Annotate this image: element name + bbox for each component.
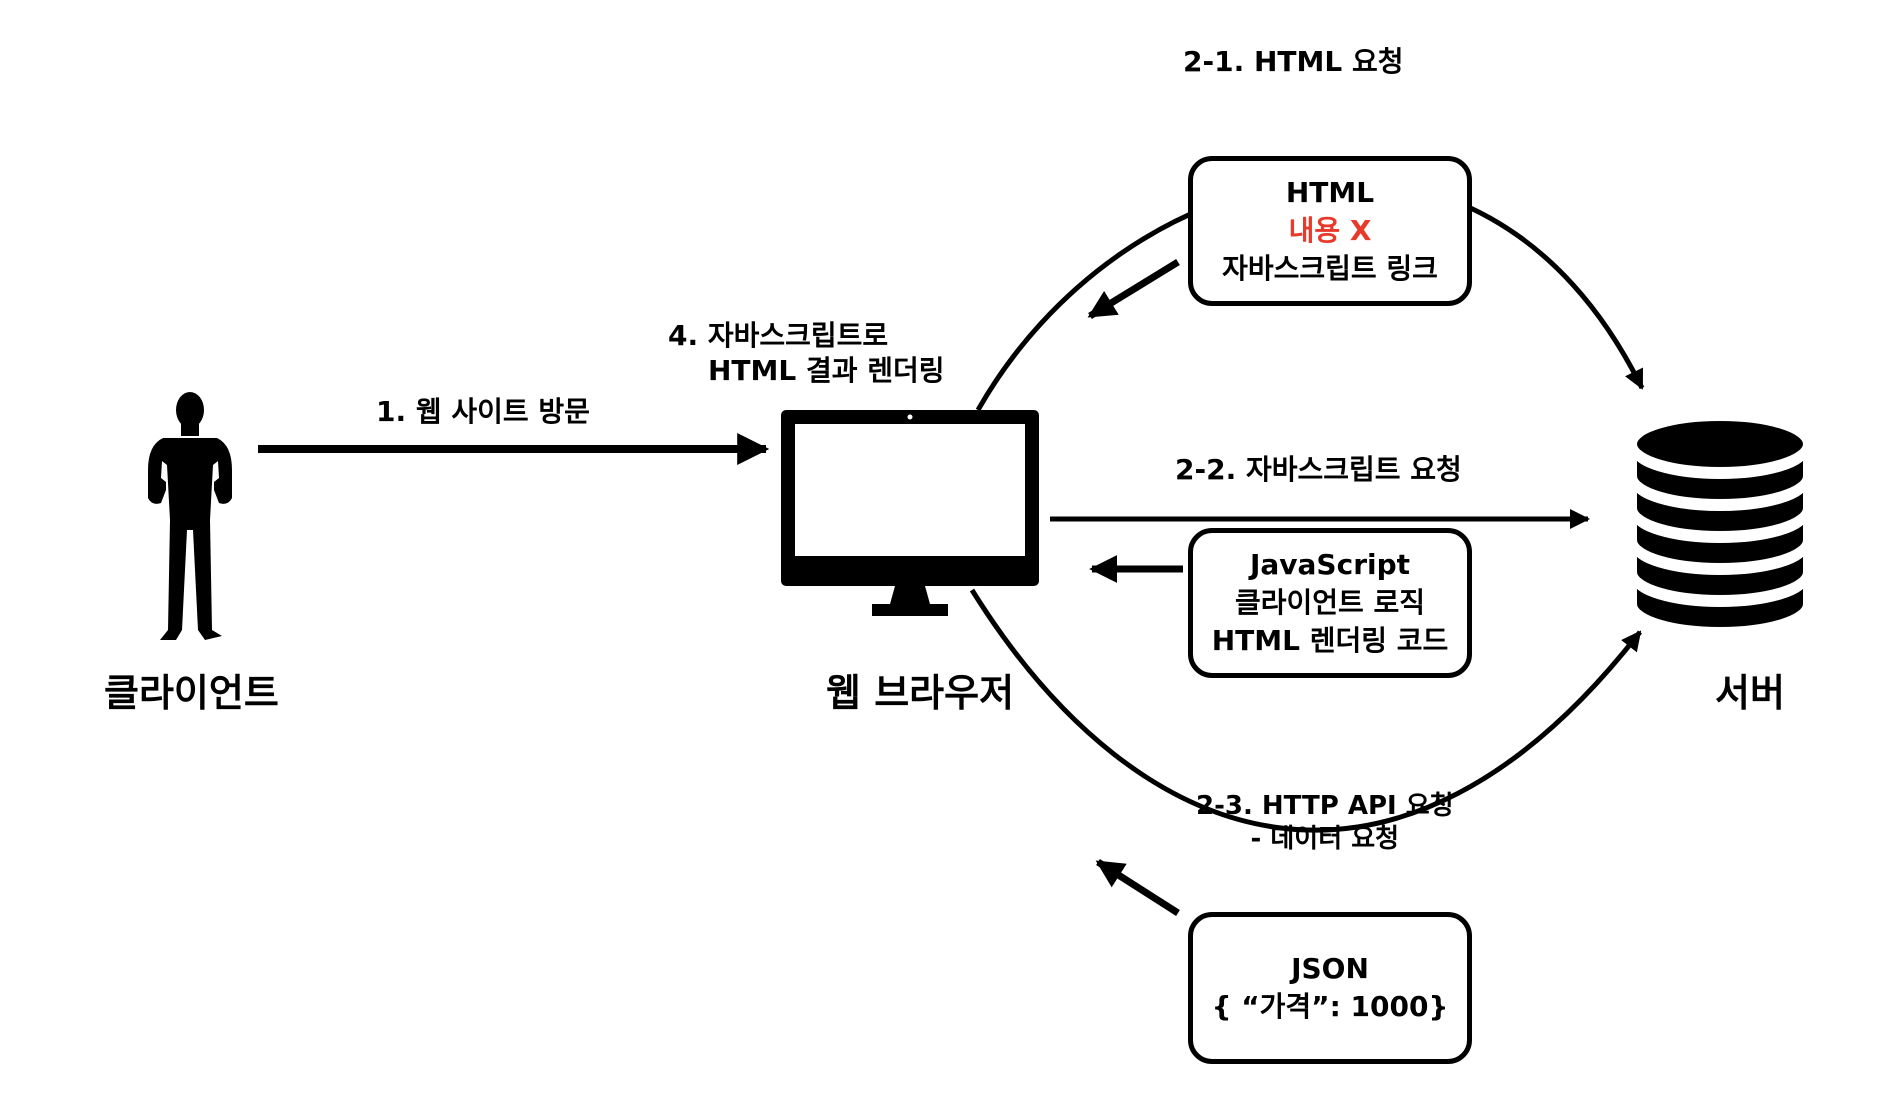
- person-silhouette-icon: [148, 392, 232, 640]
- html-response-box: HTML 내용 X 자바스크립트 링크: [1188, 156, 1472, 306]
- api-request-line2: - 데이터 요청: [1250, 823, 1400, 854]
- html-response-line1: HTML: [1285, 176, 1375, 210]
- javascript-response-line3: HTML 렌더링 코드: [1211, 623, 1449, 657]
- render-step-label: 4. 자바스크립트로 HTML 결과 렌더링: [668, 318, 945, 388]
- html-response-line2: 내용 X: [1288, 214, 1372, 248]
- json-response-line1: JSON: [1291, 952, 1369, 986]
- render-step-line2: HTML 결과 렌더링: [708, 354, 945, 387]
- javascript-response-box: JavaScript 클라이언트 로직 HTML 렌더링 코드: [1188, 528, 1472, 678]
- json-response-box: JSON { “가격”: 1000}: [1188, 912, 1472, 1064]
- json-response-arrow: [1095, 859, 1180, 916]
- client-label: 클라이언트: [104, 671, 279, 715]
- javascript-response-line1: JavaScript: [1249, 548, 1411, 582]
- api-request-label: 2-3. HTTP API 요청 - 데이터 요청: [1196, 790, 1454, 855]
- api-request-arc: [969, 588, 1642, 833]
- monitor-icon: [781, 410, 1039, 616]
- browser-label: 웹 브라우저: [826, 671, 1015, 715]
- js-request-label: 2-2. 자바스크립트 요청: [1175, 453, 1462, 486]
- api-request-line1: 2-3. HTTP API 요청: [1196, 791, 1454, 821]
- html-request-label: 2-1. HTML 요청: [1183, 45, 1404, 78]
- database-icon: [1631, 415, 1809, 633]
- render-step-line1: 4. 자바스크립트로: [668, 319, 889, 352]
- html-response-line3: 자바스크립트 링크: [1222, 251, 1438, 285]
- json-response-line2: { “가격”: 1000}: [1211, 990, 1449, 1023]
- javascript-response-line2: 클라이언트 로직: [1234, 586, 1426, 620]
- server-label: 서버: [1715, 671, 1785, 715]
- html-response-arrow: [1087, 259, 1180, 319]
- visit-step-label: 1. 웹 사이트 방문: [376, 395, 590, 428]
